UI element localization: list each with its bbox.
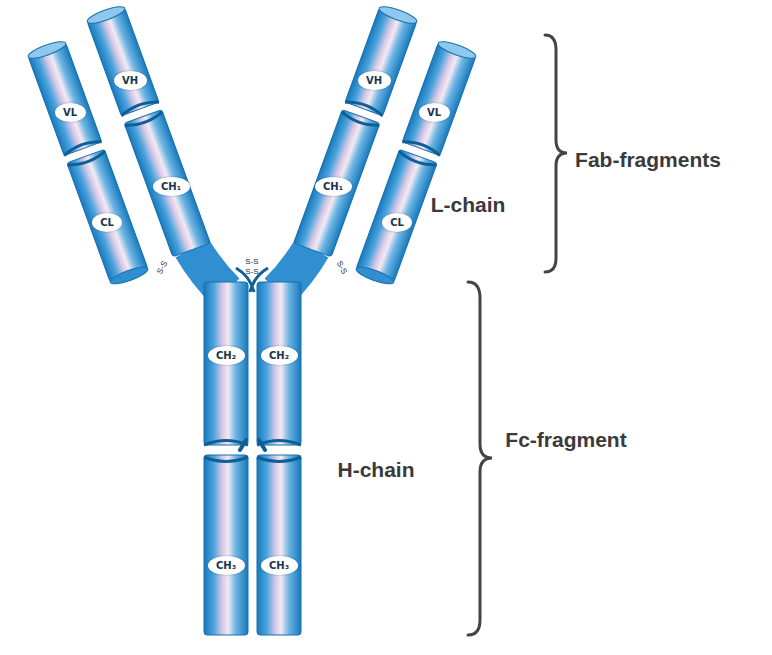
domain-cylinder: [257, 282, 301, 445]
light-arm: [26, 38, 149, 287]
cylinder-cap: [26, 38, 67, 61]
domain-name: VL: [427, 107, 441, 118]
light-arm: [354, 38, 477, 287]
domain-joint: [125, 112, 164, 129]
domain-badge: CH₂: [261, 346, 298, 365]
domain-badge: VL: [55, 103, 86, 122]
disulfide-bond: S-S: [156, 260, 170, 276]
domain-cylinder: [204, 282, 248, 445]
domain-joint: [204, 441, 301, 446]
stem: [204, 282, 301, 635]
heavy-arm: [85, 3, 210, 256]
cylinder-cap: [85, 3, 126, 26]
domain-cylinder: [345, 8, 417, 116]
domain-name: VH: [122, 75, 138, 86]
domain-joint: [68, 151, 107, 168]
heavy-arm: [294, 3, 419, 256]
domain-name: CH₁: [323, 181, 343, 192]
domain-badge: VH: [358, 71, 391, 90]
domain-badge: CH₃: [208, 556, 245, 575]
domain-name: VL: [63, 107, 77, 118]
domain-badge: CL: [92, 213, 122, 232]
domain-badge: CH₃: [261, 556, 298, 575]
domain-badge: CH₁: [315, 177, 352, 196]
curly-bracket: [468, 282, 492, 635]
domain-name: CH₂: [269, 350, 289, 361]
domain-badge: CL: [382, 213, 412, 232]
domain-joint: [240, 440, 265, 450]
curly-bracket: [545, 35, 567, 272]
domain-cylinder: [294, 110, 380, 257]
domain-cylinder: [87, 8, 159, 116]
chain-label: L-chain: [431, 193, 506, 216]
cylinder-cap: [436, 38, 477, 61]
domain-name: CH₂: [216, 350, 236, 361]
domain-badge: VH: [114, 71, 147, 90]
domain-name: CL: [390, 217, 404, 228]
domain-name: CH₁: [161, 181, 181, 192]
fragment-label: Fab-fragments: [575, 148, 721, 171]
domain-cylinder: [28, 43, 101, 155]
domain-cylinder: [402, 43, 475, 155]
domain-name: CH₃: [269, 560, 289, 571]
disulfide-bond: S-S: [245, 268, 258, 277]
domain-name: VH: [366, 75, 382, 86]
domain-cylinder: [67, 149, 148, 282]
domain-badge: CH₁: [153, 177, 190, 196]
fragment-label: Fc-fragment: [505, 428, 626, 451]
domain-badge: VL: [419, 103, 450, 122]
disulfide-bond: S-S: [245, 258, 258, 267]
domain-cylinder: [356, 149, 437, 282]
domain-joint: [204, 457, 301, 462]
domain-name: CL: [100, 217, 114, 228]
cylinder-cap: [377, 3, 418, 26]
domain-joint: [398, 151, 437, 168]
chain-label: H-chain: [337, 458, 414, 481]
domain-cylinder: [124, 110, 210, 257]
domain-joint: [340, 112, 379, 129]
cylinder-end: [109, 264, 150, 287]
domain-name: CH₃: [216, 560, 236, 571]
disulfide-bond: S-S: [334, 260, 348, 276]
domain-cylinder: [204, 455, 248, 635]
cylinder-end: [354, 264, 395, 287]
domain-cylinder: [257, 455, 301, 635]
domain-badge: CH₂: [208, 346, 245, 365]
